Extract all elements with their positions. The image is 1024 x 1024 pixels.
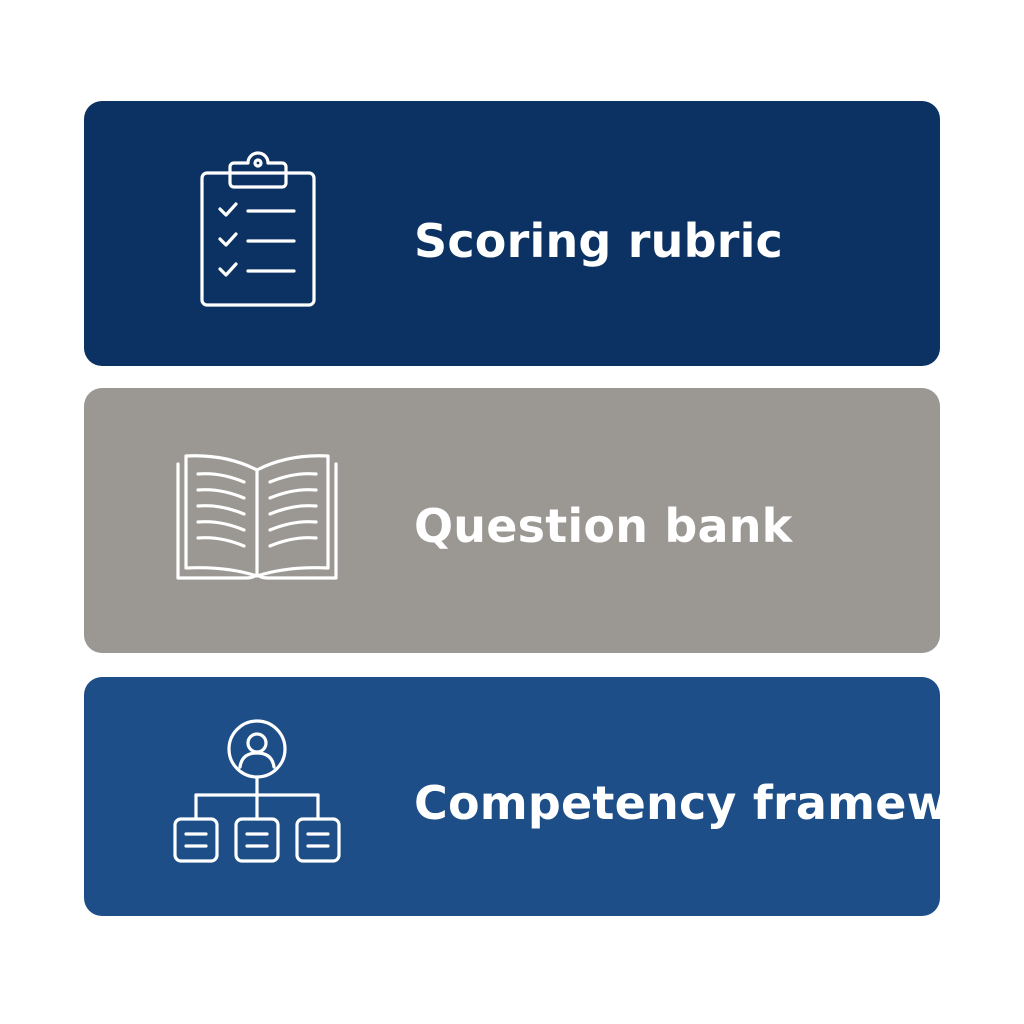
question-bank-label: Question bank [414,499,793,553]
clipboard-checklist-icon [200,151,316,307]
scoring-rubric-label: Scoring rubric [414,214,784,268]
scoring-rubric-card: Scoring rubric [84,101,940,366]
resource-list: Scoring rubric Question bank [84,101,1024,916]
question-bank-card: Question bank [84,388,940,653]
competency-framework-label: Competency framework [414,776,1024,830]
competency-framework-card: Competency framework [84,677,1024,916]
org-hierarchy-icon [173,719,341,863]
open-book-icon [176,454,338,580]
